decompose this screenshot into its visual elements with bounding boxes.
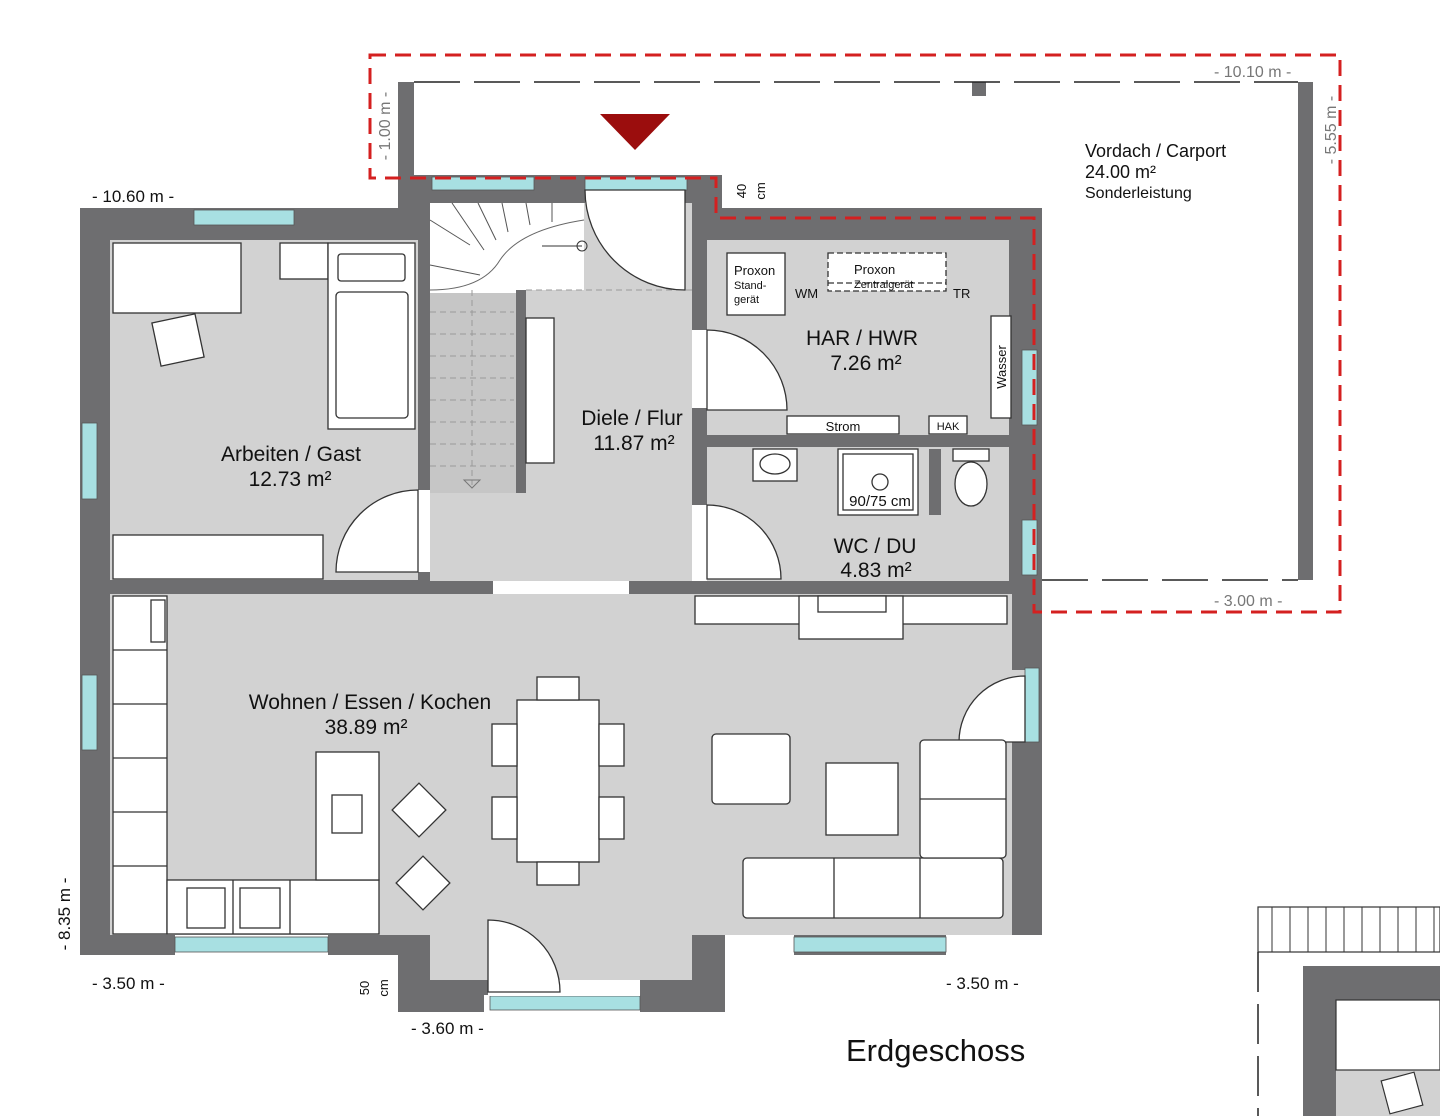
dim-wall-50: 50 [357, 981, 372, 995]
carport-name: Vordach / Carport [1085, 141, 1226, 161]
carport [368, 53, 1342, 614]
wasser-label: Wasser [994, 345, 1009, 389]
dim-wall-40-unit: cm [753, 182, 768, 199]
proxon-stand-label-2: Stand- [734, 280, 767, 292]
desk [112, 242, 242, 314]
carport-note: Sonderleistung [1085, 185, 1192, 202]
room-area-har: 7.26 m² [830, 352, 901, 375]
wasser-box [990, 315, 1012, 419]
toilet-partition [929, 449, 941, 515]
furniture-arbeiten [112, 242, 416, 580]
stool-1 [391, 782, 447, 838]
staircase [429, 202, 692, 493]
cabinet [112, 534, 324, 580]
door-swings [335, 189, 1026, 993]
room-name-har: HAR / HWR [806, 327, 918, 350]
coffee-table [825, 762, 899, 836]
proxon-stand-label-3: gerät [734, 294, 759, 306]
carport-post-small [972, 82, 986, 96]
fixture-labels: Proxon Stand- gerät Proxon Zentralgerät … [734, 262, 1009, 510]
carport-post-right [1298, 82, 1313, 580]
dim-carport-width: - 10.10 m - [1214, 64, 1291, 81]
plan-title: Erdgeschoss [846, 1033, 1025, 1068]
room-area-diele: 11.87 m² [593, 432, 674, 455]
toilet [954, 461, 988, 507]
kitchen-counter [112, 595, 168, 935]
room-name-wohnen: Wohnen / Essen / Kochen [249, 691, 491, 714]
nightstand [279, 242, 329, 280]
wm-label: WM [795, 286, 818, 301]
entrance-marker [600, 114, 670, 150]
proxon-standgeraet [726, 252, 786, 316]
room-name-arbeiten: Arbeiten / Gast [221, 443, 361, 466]
dim-carport-side: - 3.00 m - [1214, 593, 1282, 610]
stool-2 [395, 855, 451, 911]
hak-box [928, 415, 968, 435]
strom-panel [786, 415, 900, 435]
furniture-wohnen [112, 595, 1008, 935]
dim-bottom-mid: - 3.60 m - [411, 1019, 484, 1038]
toilet-tank [952, 448, 990, 462]
har-fixtures [726, 252, 1012, 435]
proxon-central-label: Proxon [854, 262, 895, 277]
room-name-diele: Diele / Flur [581, 407, 683, 430]
office-chair [151, 313, 205, 367]
windows [81, 176, 1040, 1011]
carport-labels: Vordach / Carport 24.00 m² Sonderleistun… [1085, 141, 1226, 202]
wardrobe [525, 317, 555, 464]
dim-bottom-left: - 3.50 m - [92, 974, 165, 993]
proxon-central-label-2: Zentralgerät [854, 279, 913, 291]
dim-overhang: - 1.00 m - [377, 92, 394, 160]
hak-label: HAK [937, 421, 960, 433]
armchair [711, 733, 791, 805]
shower-label: 90/75 cm [849, 493, 911, 510]
dim-top-left: - 10.60 m - [92, 187, 174, 206]
proxon-zentralgeraet [827, 252, 947, 292]
dimension-labels: - 10.60 m - - 10.10 m - - 5.55 m - - 1.0… [55, 64, 1340, 1038]
wc-fixtures [752, 448, 990, 516]
dim-carport-depth: - 5.55 m - [1323, 96, 1340, 164]
dim-wall-50-unit: cm [376, 979, 391, 996]
room-name-wc: WC / DU [834, 535, 917, 558]
dining-table [516, 699, 600, 863]
dim-wall-40: 40 [734, 184, 749, 198]
dim-left-height: - 8.35 m - [55, 878, 74, 951]
room-area-wohnen: 38.89 m² [325, 716, 408, 739]
room-area-wc: 4.83 m² [840, 559, 911, 582]
room-labels: Arbeiten / Gast 12.73 m² Diele / Flur 11… [221, 327, 918, 739]
carport-outline [368, 53, 1342, 614]
proxon-stand-label: Proxon [734, 263, 775, 278]
carport-area: 24.00 m² [1085, 162, 1156, 182]
sofa [742, 857, 1004, 919]
room-area-arbeiten: 12.73 m² [249, 468, 332, 491]
tr-label: TR [953, 286, 970, 301]
neighbour-building [1257, 906, 1440, 1116]
strom-label: Strom [826, 419, 861, 434]
dim-bottom-right: - 3.50 m - [946, 974, 1019, 993]
